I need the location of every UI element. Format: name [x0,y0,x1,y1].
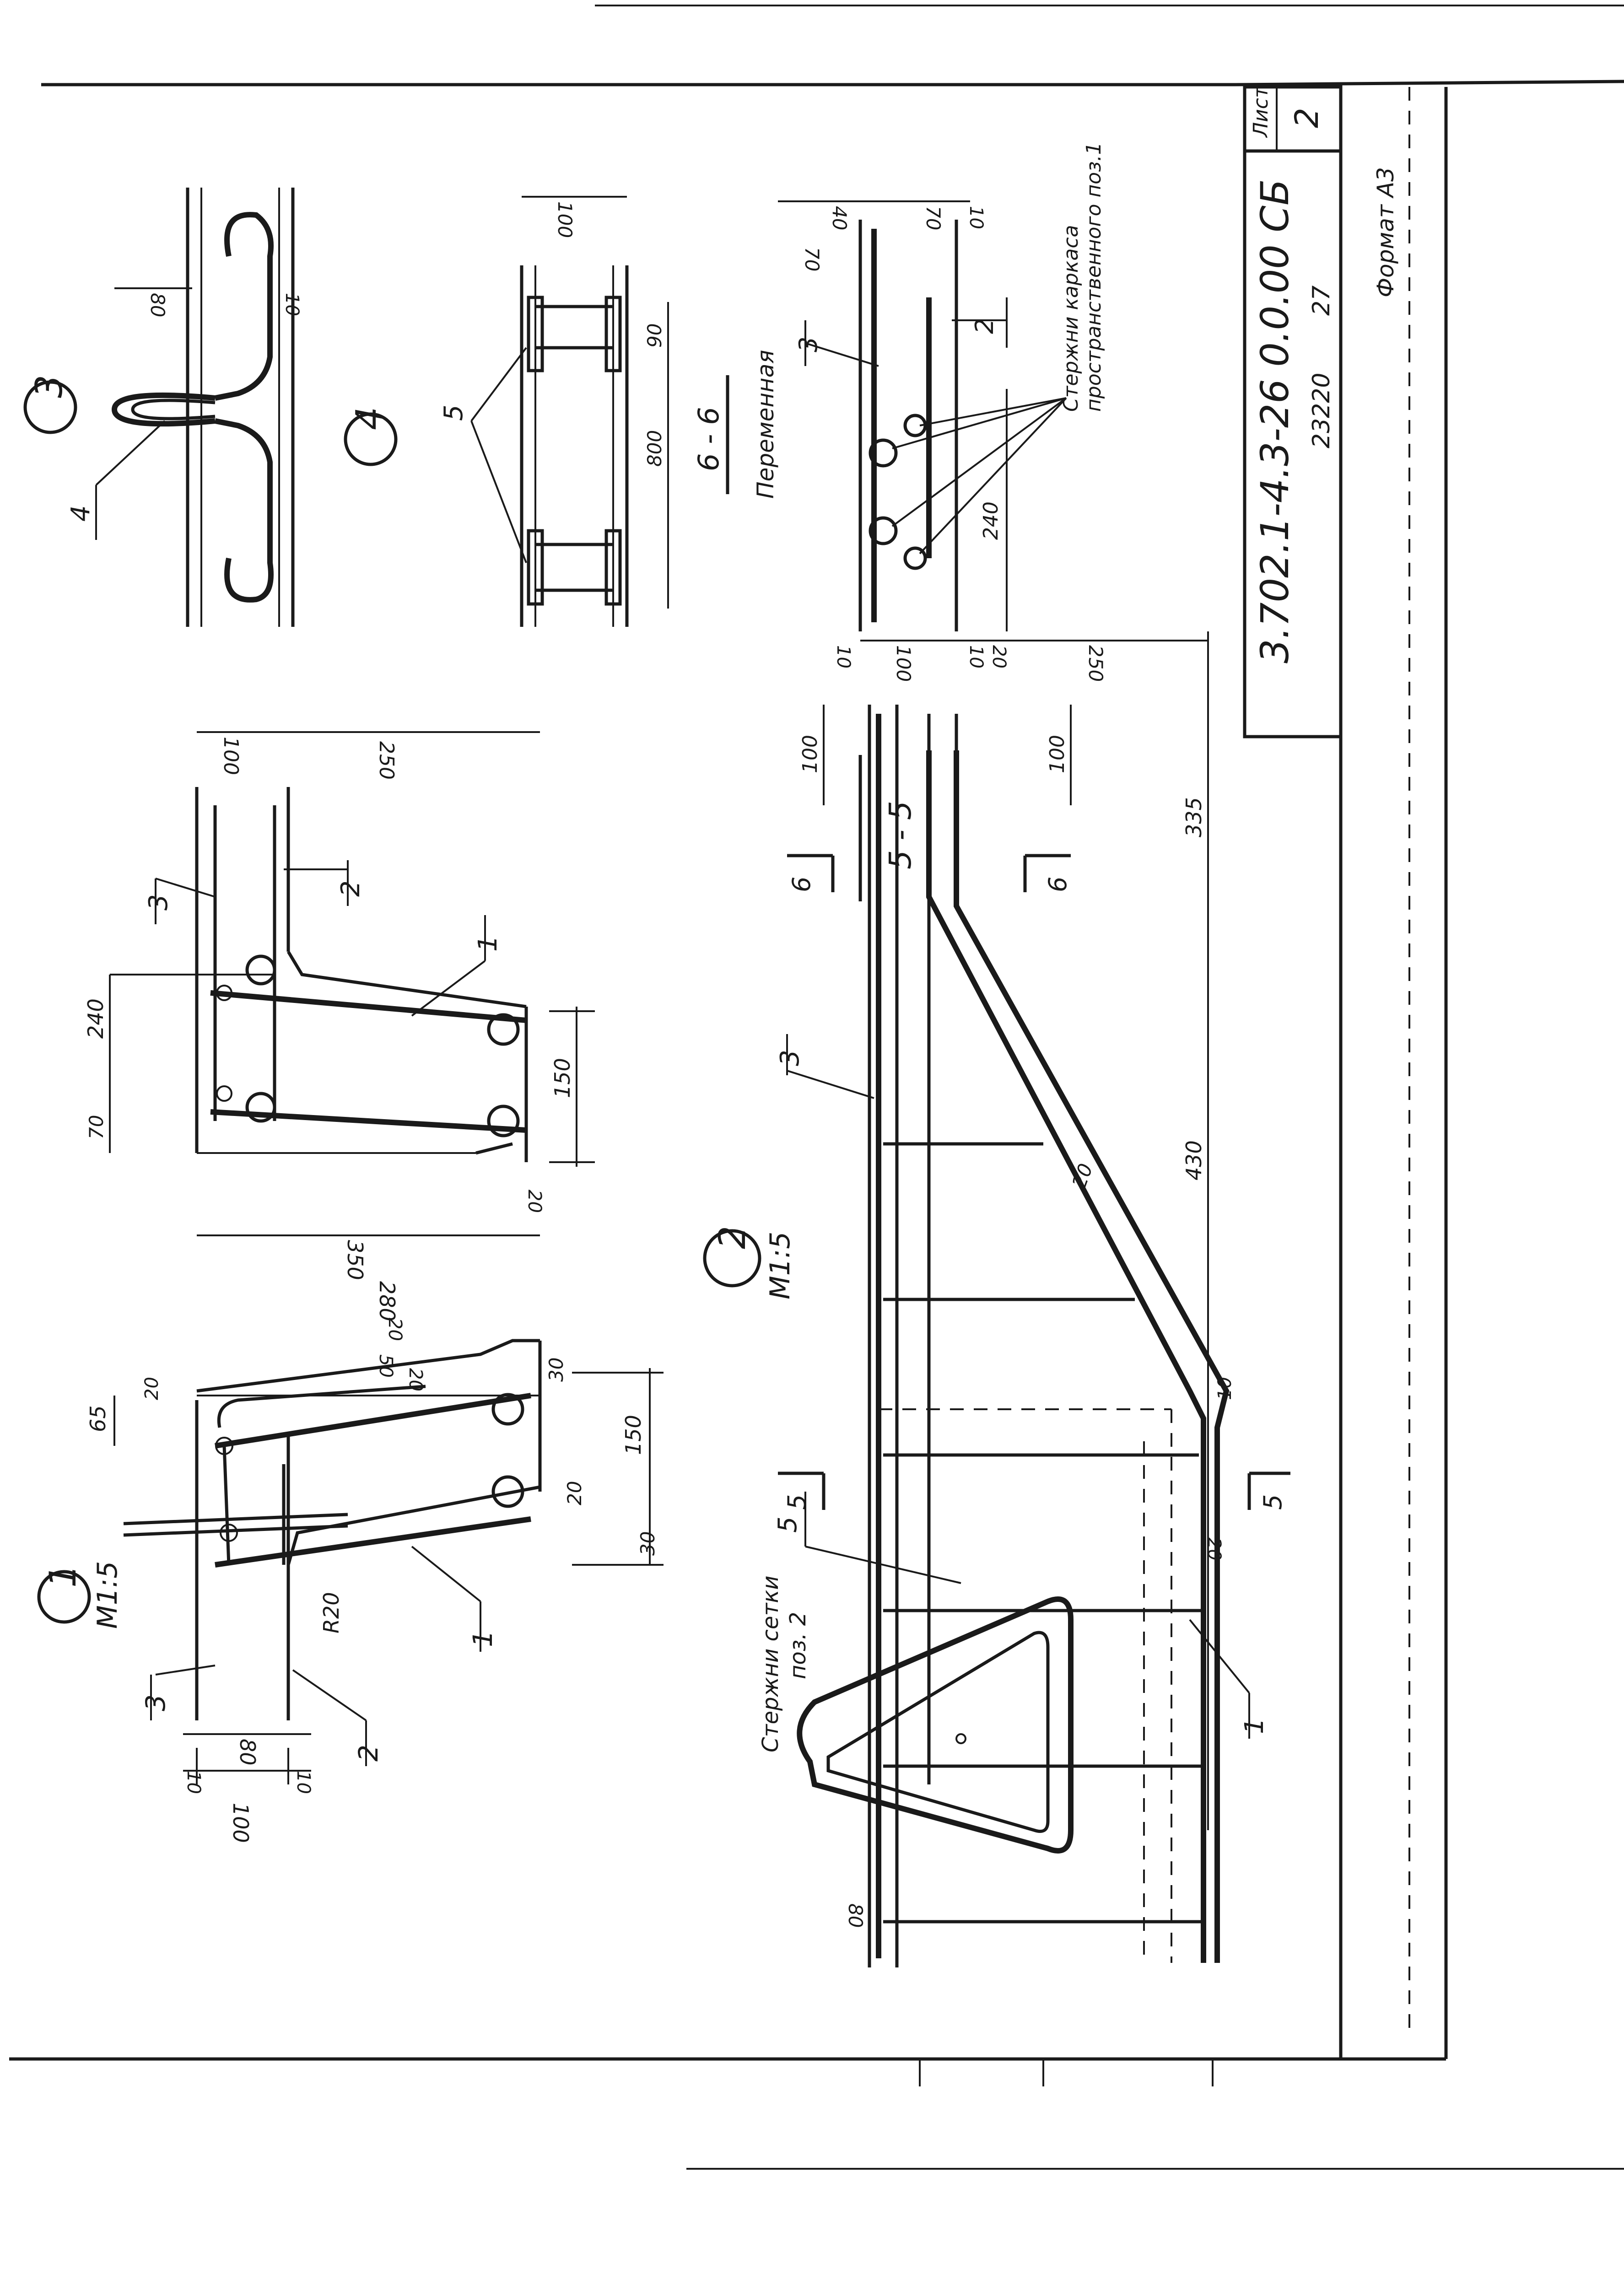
frame-bars-note-l2: пространственного поз.1 [1082,142,1106,412]
sheet-number: 2 [1288,108,1326,128]
dim-100-v1: 100 [228,1803,253,1843]
cut-6-right: 6 [1043,877,1072,892]
mesh-bars-note-l1: Стержни сетки [758,1575,783,1752]
dim-70-s66: 70 [801,247,823,271]
cut-5-left: 5 [782,1494,811,1510]
section-5-5-label: 5 - 5 [883,801,918,869]
dim-20-v2b: 20 [1203,1537,1225,1561]
detail-3: 3 80 10 4 [23,188,302,627]
dim-20-v1d: 20 [563,1481,586,1505]
dim-70-s66b: 70 [922,206,944,230]
detail-3-pos-4: 4 [66,505,96,522]
dim-80-d3: 80 [146,293,169,317]
dim-10-d3: 10 [281,293,302,316]
frame-bars-note-l1: Стержни каркаса [1059,225,1083,412]
dim-100-s55: 100 [219,737,243,775]
s55-pos-3: 3 [144,894,173,911]
sheet-frame [9,5,1624,2170]
format-label: Формат А3 [1372,167,1399,297]
view-1-pos-2: 2 [353,1745,384,1762]
variable-label: Переменная [752,350,779,499]
dim-280: 280 [375,1281,399,1321]
dim-20-v1c: 20 [405,1368,426,1391]
dim-10-s66b: 10 [833,645,854,668]
view-1-pos-1: 1 [467,1630,498,1647]
view-2-pos-5: 5 [773,1516,803,1533]
dim-70-s55: 70 [85,1115,108,1139]
dim-10-s66c: 10 [966,645,987,668]
dim-250-s55: 250 [375,741,398,780]
dim-10-v2: 10 [1214,1377,1236,1400]
view-2-pos-1: 1 [1240,1718,1269,1734]
dim-10-s66: 10 [966,206,987,229]
sheet-label: Лист [1249,86,1273,138]
title-block: Лист 2 3.702.1-4.3-26 0.0.00 СБ 23220 27… [1243,85,1399,738]
view-1-callout: 1 [42,1564,84,1588]
dim-90-d4: 90 [643,323,666,348]
dim-80-v2: 80 [844,1903,867,1928]
detail-3-callout: 3 [28,375,70,398]
dim-335: 335 [1182,797,1206,837]
section-6-6-variable: Переменная 40 70 70 10 240 3 2 Стержни к… [752,142,1208,682]
dim-50: 50 [375,1354,396,1378]
cut-5-right: 5 [1258,1494,1287,1510]
view-1-pos-3: 3 [140,1694,171,1711]
detail-4: 4 100 90 800 5 6 - 6 [344,196,729,627]
document-code: 3.702.1-4.3-26 0.0.00 СБ [1252,179,1297,663]
stirrups [883,1142,1203,1924]
dim-800-d4: 800 [643,430,666,467]
archive-number: 23220 [1308,373,1335,448]
dim-10-a: 10 [183,1771,204,1794]
dim-r20: R20 [319,1592,344,1634]
detail-4-pos-5: 5 [439,404,469,421]
dim-150-s55: 150 [550,1058,575,1098]
dim-20-s66: 20 [988,645,1009,668]
dim-350: 350 [343,1240,367,1280]
dim-100-d4: 100 [554,201,576,238]
s66-pos-3: 3 [794,337,823,352]
dim-65: 65 [86,1405,110,1432]
dim-240-s55: 240 [83,998,108,1039]
mesh-bars-note-l2: поз. 2 [785,1612,811,1679]
view-1-scale: М1:5 [92,1561,124,1629]
s55-pos-2: 2 [336,880,366,897]
view-1: 1 М1:5 80 10 10 100 65 20 350 [37,1234,664,1843]
dim-30-a: 30 [545,1358,567,1382]
dim-100-v2b: 100 [1046,735,1069,773]
dim-40-s66: 40 [828,206,851,230]
dim-20-v1: 20 [141,1377,162,1400]
dim-10-b: 10 [293,1771,314,1794]
detail-4-callout: 4 [348,407,391,430]
dim-20-s55: 20 [524,1190,545,1213]
s66-pos-2: 2 [970,318,999,334]
dim-20-v1b: 20 [384,1318,405,1341]
section-5-5: 5 - 5 240 70 150 20 100 250 3 2 [83,731,918,1213]
dim-30-b: 30 [637,1531,659,1556]
view-2-callout: 2 [711,1226,754,1249]
dim-80: 80 [235,1739,260,1766]
dim-250-s66: 250 [1084,645,1107,682]
section-6-6-label: 6 - 6 [692,407,725,471]
view-2-pos-3: 3 [775,1050,805,1066]
dim-100-v2a: 100 [799,735,822,773]
view-2: 2 М1:5 6 6 [703,631,1290,1967]
view-2-scale: М1:5 [764,1232,796,1299]
dim-430: 430 [1182,1140,1206,1180]
archive-suffix: 27 [1308,286,1335,316]
s55-pos-1: 1 [473,935,503,952]
dim-100-s66: 100 [892,645,915,682]
dim-150-v1: 150 [621,1415,646,1455]
cut-6-left: 6 [787,877,816,892]
dim-240-s66: 240 [979,501,1003,540]
